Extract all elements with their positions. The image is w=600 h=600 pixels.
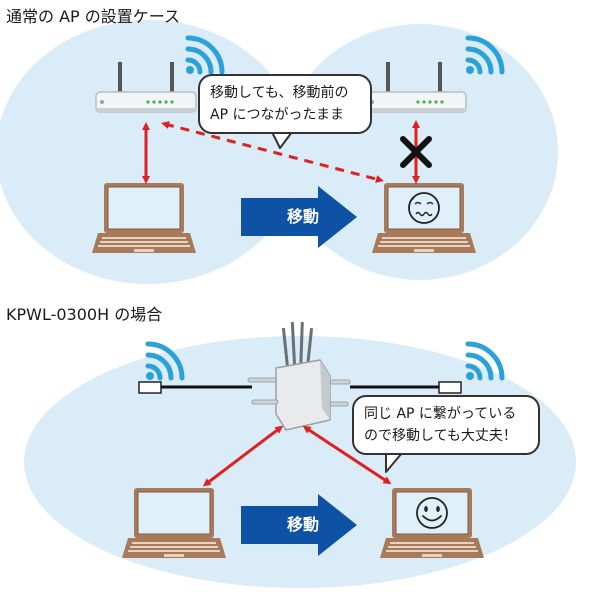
section-title-standard-ap: 通常の AP の設置ケース <box>6 7 180 26</box>
bubble-text-line: 同じ AP に繋がっている <box>364 406 517 422</box>
x-mark-icon <box>400 136 432 168</box>
wifi-icon <box>185 35 225 75</box>
wifi-icon <box>465 35 505 75</box>
sad-face-icon <box>408 192 440 224</box>
wifi-icon <box>145 341 185 381</box>
kpwl-ap-icon <box>247 321 351 431</box>
move-label: 移動 <box>286 207 319 226</box>
antenna-icon <box>438 381 462 394</box>
smile-face-icon <box>416 497 448 529</box>
bubble-text-line: 移動しても、移動前の <box>210 85 349 101</box>
speech-bubble-roaming-ok: 同じ AP に繋がっている ので移動しても大丈夫！ <box>352 395 540 455</box>
laptop-icon <box>372 183 476 253</box>
wifi-icon <box>465 341 505 381</box>
router-icon <box>95 62 197 113</box>
move-label: 移動 <box>286 515 319 534</box>
move-arrow <box>241 186 357 248</box>
speech-bubble-stale-connection: 移動しても、移動前の AP につながったまま <box>198 74 372 134</box>
antenna-icon <box>138 381 162 394</box>
stale-connection-arrow <box>161 121 384 183</box>
bubble-text-line: AP につながったまま <box>210 107 345 123</box>
laptop-icon <box>92 183 196 253</box>
bubble-text-line: ので移動しても大丈夫！ <box>364 428 517 444</box>
connection-arrow <box>302 425 392 485</box>
laptop-icon <box>380 488 484 558</box>
move-arrow <box>241 494 357 556</box>
laptop-icon <box>122 488 226 558</box>
connection-arrow <box>202 425 284 487</box>
router-icon <box>365 62 467 113</box>
section-title-kpwl: KPWL-0300H の場合 <box>6 305 163 324</box>
